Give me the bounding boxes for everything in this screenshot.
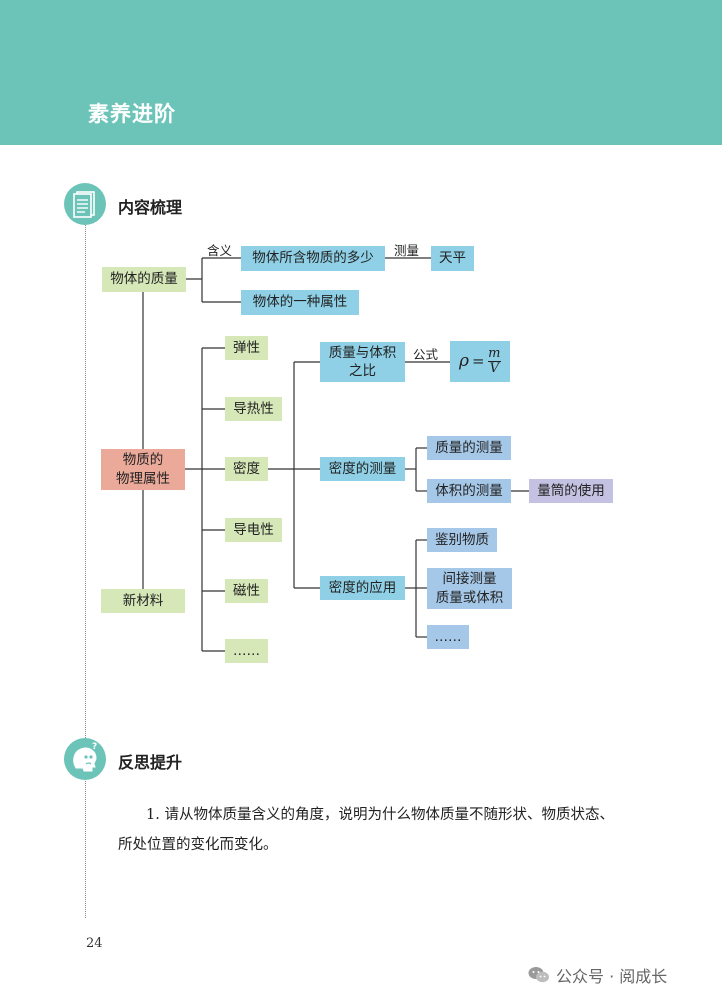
node-magnetism: 磁性 bbox=[225, 579, 268, 603]
node-meaning: 物体所含物质的多少 bbox=[241, 246, 385, 271]
page-title: 素养进阶 bbox=[88, 102, 176, 126]
node-property: 物体的一种属性 bbox=[241, 290, 359, 315]
wechat-icon bbox=[528, 967, 549, 983]
thinking-face-icon: ? bbox=[64, 738, 106, 780]
node-density-application: 密度的应用 bbox=[320, 576, 405, 600]
node-conductivity: 导电性 bbox=[225, 518, 282, 542]
page-number: 24 bbox=[86, 936, 103, 951]
node-identify-substance: 鉴别物质 bbox=[427, 528, 497, 552]
node-etc-applications: …… bbox=[427, 625, 469, 649]
node-balance: 天平 bbox=[431, 246, 474, 271]
node-indirect-measure: 间接测量 质量或体积 bbox=[427, 568, 512, 609]
formula-equals: = bbox=[472, 352, 485, 371]
label-formula: 公式 bbox=[413, 347, 439, 362]
formula-rho: ρ bbox=[459, 351, 470, 372]
node-elasticity: 弹性 bbox=[225, 336, 268, 360]
formula-density: ρ = m V bbox=[450, 341, 510, 382]
node-new-material: 新材料 bbox=[101, 589, 185, 613]
svg-text:?: ? bbox=[92, 742, 97, 752]
node-volume-measure: 体积的测量 bbox=[427, 479, 511, 503]
node-density-measure: 密度的测量 bbox=[320, 457, 405, 481]
node-cylinder-use: 量筒的使用 bbox=[529, 479, 613, 503]
node-etc-properties: …… bbox=[225, 639, 268, 663]
formula-denominator: V bbox=[487, 361, 501, 376]
section-title-content: 内容梳理 bbox=[118, 198, 183, 217]
label-measure: 测量 bbox=[394, 243, 420, 258]
header-banner: 素养进阶 bbox=[0, 0, 722, 145]
node-thermal: 导热性 bbox=[225, 397, 282, 421]
dotted-guide-line bbox=[85, 222, 86, 918]
formula-numerator: m bbox=[488, 346, 501, 361]
section-title-reflection: 反思提升 bbox=[118, 753, 183, 772]
label-meaning: 含义 bbox=[207, 243, 233, 258]
node-mass-volume-ratio: 质量与体积 之比 bbox=[320, 342, 405, 382]
question-1: 1. 请从物体质量含义的角度，说明为什么物体质量不随形状、物质状态、所处位置的变… bbox=[118, 807, 614, 853]
node-physical-property: 物质的 物理属性 bbox=[101, 449, 185, 490]
formula-fraction: m V bbox=[487, 346, 501, 376]
watermark: 公众号 · 阅成长 bbox=[528, 963, 667, 987]
node-mass-measure: 质量的测量 bbox=[427, 436, 511, 460]
node-density: 密度 bbox=[225, 457, 268, 481]
document-icon bbox=[64, 183, 106, 225]
watermark-text: 公众号 · 阅成长 bbox=[556, 967, 668, 986]
node-object-mass: 物体的质量 bbox=[102, 267, 186, 292]
